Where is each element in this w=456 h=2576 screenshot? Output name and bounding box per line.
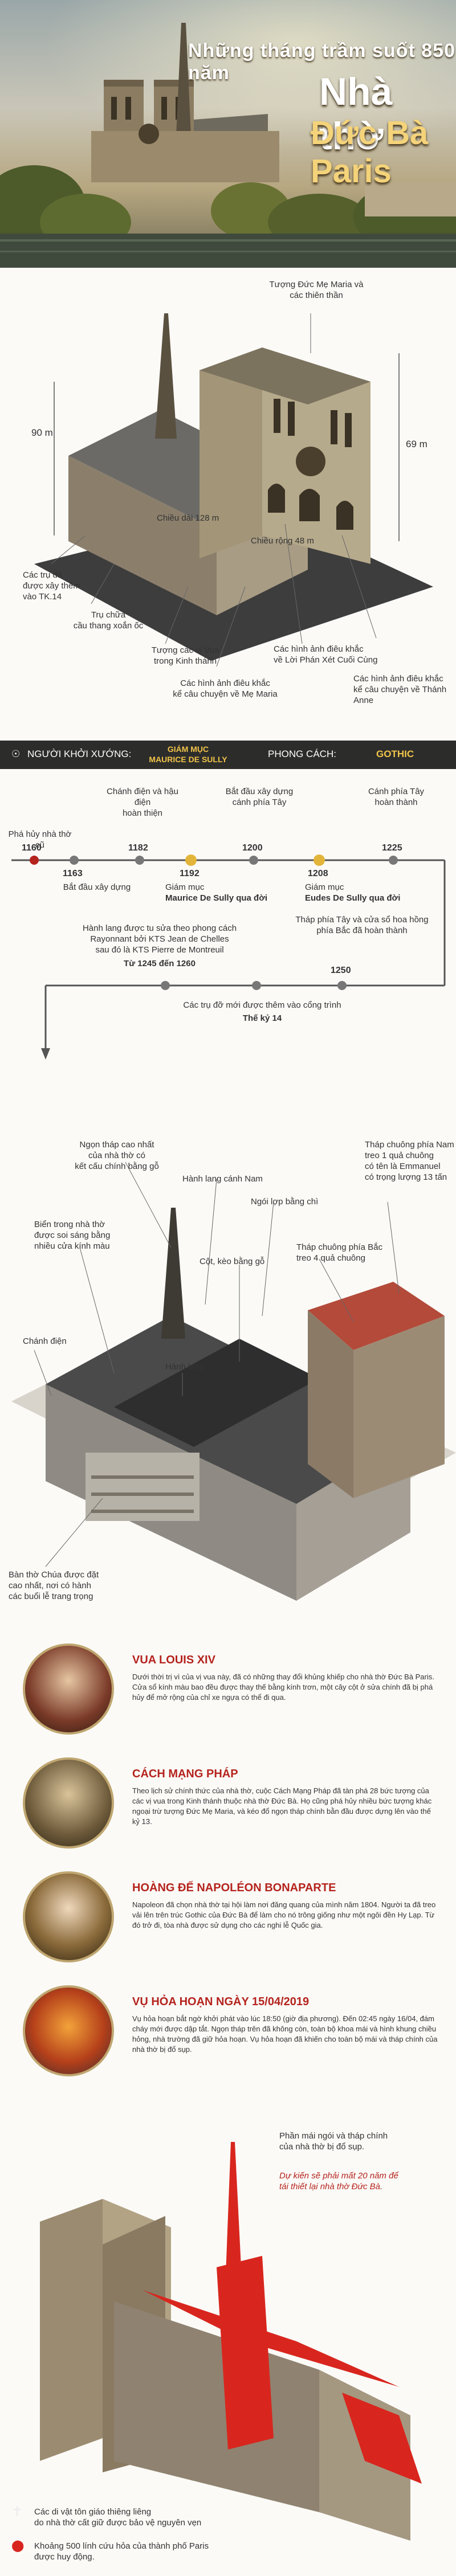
interior-beams-label: Cột, kèo bằng gỗ — [199, 1257, 265, 1266]
interior-roof-label: Ngói lợp bằng chì — [251, 1197, 319, 1207]
height-69-label: 69 m — [406, 439, 427, 449]
fire-portrait — [23, 1985, 114, 2076]
event-1192-bold: Maurice De Sully qua đời — [165, 893, 268, 903]
event-1208-year: 1208 — [308, 869, 328, 878]
event-1200-text: Bắt đầu xây dựng cánh phía Tây — [225, 787, 294, 807]
napoleon-portrait — [23, 1871, 114, 1962]
firefighter-icon: ⬤ — [11, 2540, 25, 2552]
event-1163-year: 1163 — [63, 869, 83, 878]
timeline-track — [11, 854, 446, 1060]
interior-nave-label: Hành lang — [165, 1362, 205, 1372]
event-1250-year: 1250 — [331, 966, 351, 975]
interior-north-tower-label: Tháp chuông phía Bắc treo 4 quả chuông — [296, 1242, 382, 1263]
revolution-portrait — [23, 1757, 114, 1849]
info-band: ☉ NGƯỜI KHỞI XƯỚNG: GIÁM MỤC MAURICE DE … — [0, 741, 456, 769]
event-1225-year: 1225 — [382, 843, 402, 853]
event-fire: VỤ HỎA HOẠN NGÀY 15/04/2019 Vụ hỏa hoạn … — [0, 1985, 456, 2099]
statue-label: Tượng Đức Mẹ Maria và các thiên thần — [269, 280, 364, 300]
interior-cutaway-section: Ngọn tháp cao nhất của nhà thờ có kết cấ… — [0, 1134, 456, 1635]
interior-table-label: Bàn thờ Chúa được đặt cao nhất, nơi có h… — [9, 1570, 99, 1601]
napoleon-text: Napoleon đã chọn nhà thờ tại hội làm nơi… — [132, 1900, 436, 1929]
timeline-section: ☉ NGƯỜI KHỞI XƯỚNG: GIÁM MỤC MAURICE DE … — [0, 741, 456, 1134]
hero-title-line3: Đức Bà Paris — [311, 115, 429, 190]
revolution-text: Theo lịch sử chính thức của nhà thờ, cuộ… — [132, 1786, 432, 1826]
rayonnant-text: Hành lang được tu sửa theo phong cách Ra… — [82, 923, 237, 955]
revolution-title: CÁCH MẠNG PHÁP — [132, 1768, 238, 1780]
hero-banner: Những tháng trầm suốt 850 năm Nhà thờ Đứ… — [0, 0, 456, 268]
louis-xiv-portrait — [23, 1643, 114, 1735]
rebuild-label: Dự kiến sẽ phải mất 20 năm để tái thiết … — [279, 2171, 398, 2191]
event-1225-text: Cánh phía Tây hoàn thành — [368, 787, 425, 807]
fire-title: VỤ HỎA HOẠN NGÀY 15/04/2019 — [132, 1996, 310, 2008]
event-1182-text: Chánh điện và hậu điện hoàn thiện — [107, 787, 178, 818]
event-1250-text: Tháp phía Tây và cửa sổ hoa hồng phía Bắ… — [295, 915, 429, 935]
buttress-label: Trụ chữa cầu thang xoắn ốc — [73, 610, 144, 631]
founder-label: NGƯỜI KHỞI XƯỚNG: — [27, 749, 132, 759]
event-louis-xiv: VUA LOUIS XIV Dưới thời trị vì của vị vu… — [0, 1643, 456, 1757]
event-1160-year: 1160 — [22, 843, 42, 853]
reliefs-label: Các hình ảnh điêu khắc kể câu chuyện về … — [173, 678, 278, 699]
fire-text: Vụ hỏa hoạn bắt ngờ khởi phát vào lúc 18… — [132, 2014, 438, 2054]
interior-spire-label: Ngọn tháp cao nhất của nhà thờ có kết cấ… — [75, 1140, 159, 1171]
spire-collapse-label: Phần mái ngói và tháp chính của nhà thờ … — [279, 2131, 388, 2152]
event-1192-year: 1192 — [180, 869, 199, 878]
firefighters-label: Khoảng 500 lính cứu hỏa của thành phố Pa… — [34, 2541, 209, 2562]
event-1160-text: Phá hủy nhà thờ cũ — [8, 829, 72, 850]
cathedral-model-illustration — [34, 313, 433, 667]
interior-south-tower-label: Tháp chuông phía Nam treo 1 quả chuông c… — [365, 1140, 454, 1182]
judgment-label: Các hình ảnh điêu khắc về Lời Phán Xét C… — [274, 644, 378, 665]
width-label: Chiều rộng 48 m — [251, 536, 314, 546]
anne-label: Các hình ảnh điêu khắc kể câu chuyện về … — [353, 674, 447, 705]
founder-value: GIÁM MỤC MAURICE DE SULLY — [149, 745, 227, 764]
cross-icon: ✝ — [11, 2504, 23, 2520]
rayonnant-years: Từ 1245 đến 1260 — [124, 959, 196, 968]
kings-label: Tượng các vị Vua trong Kinh thánh — [151, 645, 219, 666]
hero-title-line2: Nhà thờ — [319, 70, 393, 158]
relics-label: Các di vật tôn giáo thiêng liêng do nhà … — [34, 2507, 202, 2528]
louis-xiv-text: Dưới thời trị vì của vị vua này, đã có n… — [132, 1673, 434, 1702]
event-1182-year: 1182 — [128, 843, 148, 853]
fire-damage-illustration — [40, 2142, 422, 2541]
event-1200-year: 1200 — [242, 843, 263, 853]
event-revolution: CÁCH MẠNG PHÁP Theo lịch sử chính thức c… — [0, 1757, 456, 1871]
cathedral-model-section: Tượng Đức Mẹ Maria và các thiên thần 90 … — [0, 268, 456, 741]
event-1208-bold: Eudes De Sully qua đời — [305, 893, 401, 903]
louis-xiv-title: VUA LOUIS XIV — [132, 1654, 215, 1666]
hero-title-line1: Những tháng trầm suốt 850 năm — [188, 40, 455, 84]
pillars-label: Các trụ đá được xây thêm vào TK.14 — [23, 570, 80, 602]
height-90-label: 90 m — [31, 427, 53, 438]
interior-glass-label: Biển trong nhà thờ được soi sáng bằng nh… — [34, 1220, 111, 1251]
founder-icon: ☉ — [11, 749, 21, 759]
event-1208-text: Giám mục — [305, 882, 344, 892]
interior-altar-label: Chánh điện — [23, 1336, 67, 1346]
style-value: GOTHIC — [376, 749, 414, 759]
event-1192-text: Giám mục — [165, 882, 205, 892]
napoleon-title: HOÀNG ĐẾ NAPOLÉON BONAPARTE — [132, 1882, 336, 1894]
cathedral-skyline — [0, 23, 456, 268]
length-label: Chiều dài 128 m — [157, 513, 219, 523]
event-napoleon: HOÀNG ĐẾ NAPOLÉON BONAPARTE Napoleon đã … — [0, 1871, 456, 1985]
fire-damage-section: Phần mái ngói và tháp chính của nhà thờ … — [0, 2119, 456, 2576]
century-text: Các trụ đỡ mới được thêm vào cổng trình — [183, 1000, 341, 1010]
history-events-section: VUA LOUIS XIV Dưới thời trị vì của vị vu… — [0, 1635, 456, 2119]
century-value: Thế kỷ 14 — [242, 1013, 282, 1023]
interior-south-label: Hành lang cánh Nam — [182, 1174, 263, 1184]
event-1163-text: Bắt đầu xây dựng — [63, 882, 131, 892]
style-label: PHONG CÁCH: — [268, 749, 336, 759]
interior-illustration — [11, 1162, 456, 1601]
